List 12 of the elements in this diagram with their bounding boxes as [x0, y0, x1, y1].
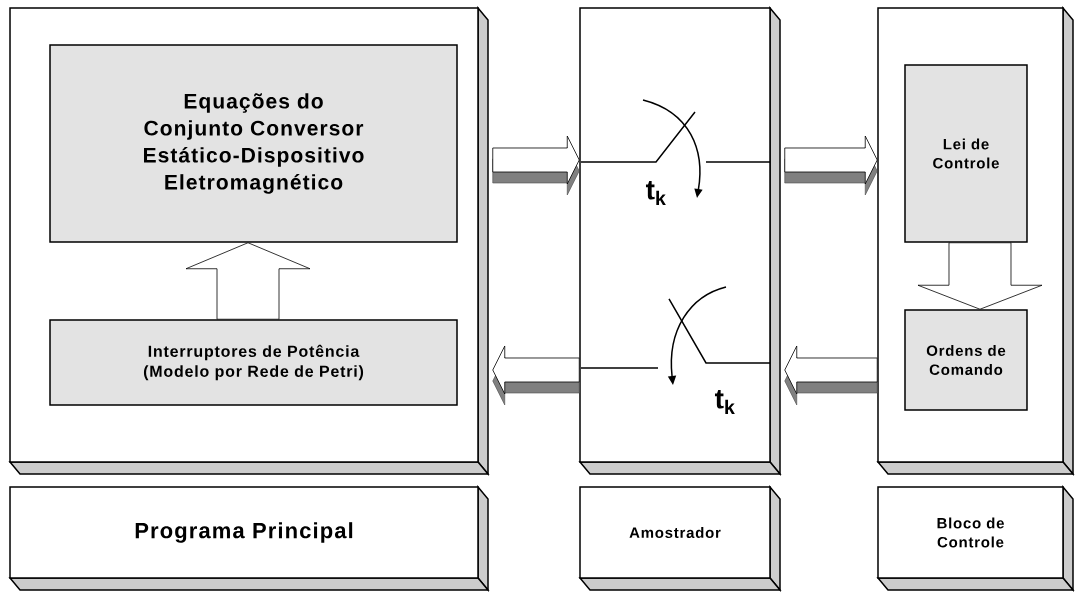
block-arrow	[185, 242, 311, 320]
process-box: Lei de Controle	[904, 64, 1028, 243]
process-box: Interruptores de Potência (Modelo por Rede de Petri)	[49, 319, 458, 406]
block-arrow	[917, 242, 1043, 310]
block-arrow	[784, 345, 878, 406]
block-arrow	[492, 345, 580, 406]
time-label: t$_{k}$	[715, 390, 735, 414]
block-arrow	[492, 135, 580, 196]
block-arrow	[784, 135, 878, 196]
process-box: Ordens de Comando	[904, 309, 1028, 411]
process-box: Equações do Conjunto Conversor Estático-Dispositivo Eletromagnético	[49, 44, 458, 243]
time-label: t$_{k}$	[646, 181, 666, 205]
